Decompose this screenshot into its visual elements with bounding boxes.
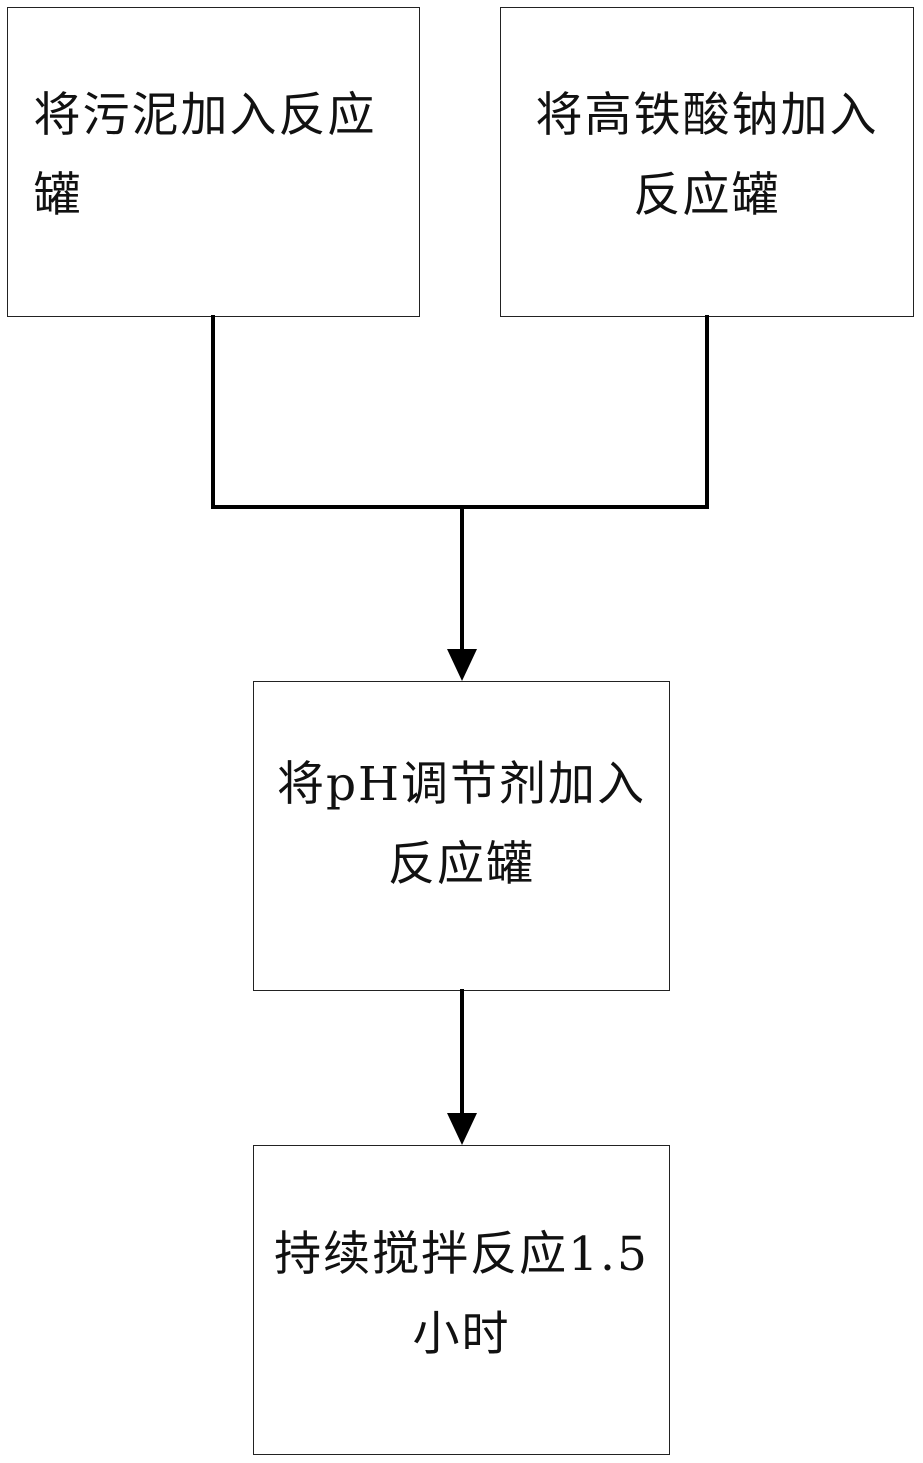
arrowhead-to-stir-box bbox=[447, 1113, 477, 1145]
step-add-ph-regulator-label: 将pH调节剂加入反应罐 bbox=[276, 757, 647, 892]
step-stir-reaction-label: 持续搅拌反应1.5小时 bbox=[274, 1227, 649, 1362]
step-add-sludge-box: 将污泥加入反应罐 bbox=[7, 7, 420, 317]
step-add-ferrate-box: 将高铁酸钠加入反应罐 bbox=[500, 7, 914, 317]
step-add-ferrate-label: 将高铁酸钠加入反应罐 bbox=[535, 88, 879, 223]
step-add-ph-regulator-box: 将pH调节剂加入反应罐 bbox=[253, 681, 670, 991]
arrowhead-to-ph-box bbox=[447, 649, 477, 681]
step-stir-reaction-box: 持续搅拌反应1.5小时 bbox=[253, 1145, 670, 1455]
step-add-sludge-label: 将污泥加入反应罐 bbox=[33, 88, 377, 223]
